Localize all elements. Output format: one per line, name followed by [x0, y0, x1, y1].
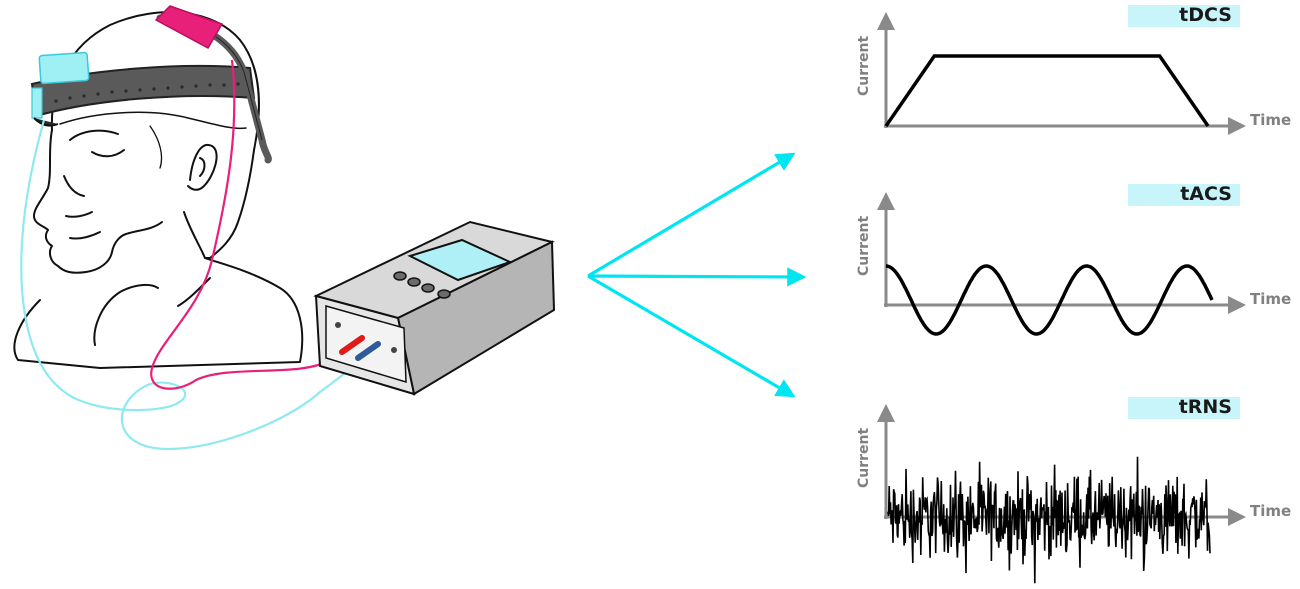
arrows [587, 152, 807, 398]
eye [91, 149, 125, 158]
trns-xlabel: Time [1250, 502, 1292, 520]
head-outline [50, 11, 260, 259]
red-lead [339, 335, 365, 355]
stimulator-device [313, 220, 556, 396]
trns-title: tRNS [1178, 396, 1232, 418]
face-outline [33, 129, 163, 274]
arrow-to-trns [587, 274, 796, 398]
tacs-title-badge: tACS [1128, 183, 1240, 206]
mouth [65, 211, 93, 218]
ear [187, 143, 218, 191]
tacs-ylabel: Current [856, 215, 872, 276]
tdcs-xlabel: Time [1250, 111, 1292, 129]
arrow-to-tdcs [587, 152, 796, 278]
tdcs-title-badge: tDCS [1128, 4, 1240, 27]
device-screen [407, 238, 513, 282]
trns-title-badge: tRNS [1128, 396, 1240, 419]
arrow-to-tacs [587, 267, 807, 287]
blue-lead [355, 341, 381, 361]
cathode-wire [20, 119, 369, 451]
head-illustration [13, 11, 304, 369]
bust-outline [13, 257, 304, 369]
tdcs-waveform [884, 54, 1210, 127]
tacs-waveform [886, 264, 1214, 336]
eyebrow [69, 129, 119, 141]
trns-waveform [887, 456, 1211, 584]
cathode-electrode [31, 51, 90, 127]
device-buttons [393, 271, 451, 299]
tdcs-ylabel: Current [856, 35, 872, 96]
anode-electrode [154, 5, 224, 50]
nose [63, 175, 85, 197]
tdcs-title: tDCS [1179, 4, 1232, 26]
trns-ylabel: Current [856, 427, 872, 488]
tacs-title: tACS [1180, 183, 1232, 205]
tacs-xlabel: Time [1250, 290, 1292, 308]
